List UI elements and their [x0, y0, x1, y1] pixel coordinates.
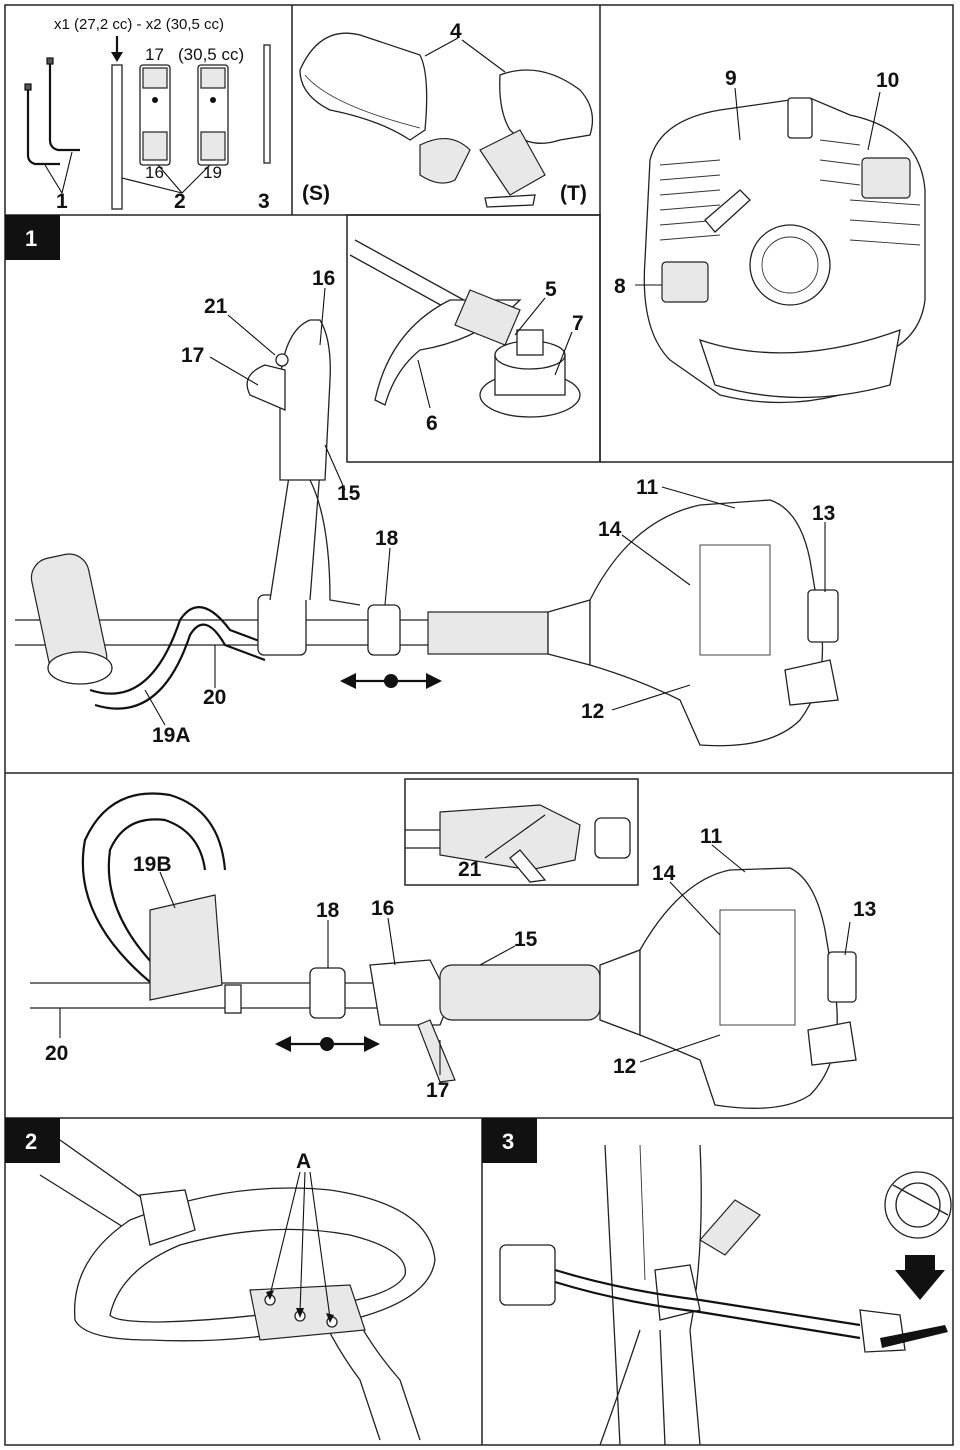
label-11: 11 — [636, 476, 659, 499]
label-12: 12 — [581, 700, 604, 723]
pull-handle — [787, 97, 813, 139]
label-21: 21 — [204, 295, 228, 318]
starter-grip — [704, 189, 751, 233]
arrow-head — [111, 52, 123, 62]
rear-handle — [279, 319, 331, 481]
label-19a: 19A — [152, 724, 191, 747]
loop-handle-19a — [89, 606, 271, 695]
section-badge-2 — [5, 1118, 60, 1163]
double-arrow-icon — [275, 1036, 380, 1052]
engine-panel: 9 10 8 — [614, 67, 926, 404]
size-19: 19 — [203, 163, 222, 182]
label-5: 5 — [545, 278, 557, 301]
engine-housing — [639, 867, 838, 1109]
label-17: 17 — [426, 1079, 449, 1102]
guard-s — [299, 32, 428, 141]
air-filter — [827, 951, 857, 1003]
label-18: 18 — [316, 899, 340, 922]
blade-icon — [880, 1325, 948, 1348]
label-10: 10 — [876, 69, 899, 92]
tools-subheader: (30,5 cc) — [178, 45, 244, 64]
hex-key-small — [26, 90, 60, 166]
handle-bracket — [149, 894, 223, 1001]
hex-key-large — [48, 62, 80, 152]
engine-fins — [719, 909, 796, 1026]
loop-handle-19b — [81, 792, 227, 991]
air-filter — [807, 589, 839, 643]
label-1: 1 — [56, 190, 68, 213]
label-2: 2 — [174, 190, 186, 213]
label-13: 13 — [853, 898, 876, 921]
drive-shaft — [554, 1268, 861, 1327]
variant-t: (T) — [560, 182, 587, 205]
detail-circle — [884, 1171, 952, 1239]
label-18: 18 — [375, 527, 399, 550]
inset-frame — [404, 778, 639, 886]
label-14: 14 — [598, 518, 622, 541]
label-8: 8 — [614, 275, 626, 298]
label-19b: 19B — [133, 853, 172, 876]
label-12: 12 — [613, 1055, 636, 1078]
label-16: 16 — [371, 897, 394, 920]
throttle-trigger — [246, 364, 286, 411]
fuel-tank — [698, 329, 901, 399]
size-16: 16 — [145, 163, 164, 182]
clamp — [367, 604, 401, 656]
section-2-number: 2 — [25, 1129, 37, 1154]
variant-s: (S) — [302, 182, 330, 205]
sheet-border — [4, 4, 954, 1446]
box-spanner-17-16 — [139, 64, 171, 166]
rod — [263, 44, 271, 164]
handle-clamp — [257, 594, 307, 656]
label-20: 20 — [45, 1042, 68, 1065]
section-3-drawing — [499, 1144, 952, 1446]
shaft-grip — [439, 964, 601, 1021]
label-11: 11 — [700, 825, 723, 848]
label-6: 6 — [426, 412, 438, 435]
engine-fins — [699, 544, 771, 656]
box-spanner-19 — [197, 64, 229, 166]
label-17: 17 — [181, 344, 204, 367]
head-panel-frame — [346, 214, 601, 463]
label-16: 16 — [312, 267, 335, 290]
engine-unit — [499, 1244, 556, 1306]
label-15: 15 — [337, 482, 361, 505]
label-13: 13 — [812, 502, 835, 525]
section-2-drawing: A — [39, 1139, 436, 1441]
label-3: 3 — [258, 190, 270, 213]
guard-t — [499, 69, 594, 144]
arrow-down-icon — [895, 1255, 945, 1300]
label-4: 4 — [450, 20, 462, 43]
clamp — [309, 967, 346, 1019]
section-badge-3 — [482, 1118, 537, 1163]
label-a: A — [296, 1150, 311, 1173]
rear-handle — [699, 1199, 761, 1256]
section-1-number: 1 — [25, 226, 37, 251]
clamp — [139, 1189, 196, 1246]
throttle-trigger — [417, 1019, 456, 1083]
handle-bracket — [249, 1284, 366, 1341]
guard-panel: 4 (S) (T) — [299, 20, 594, 208]
control-handle — [369, 959, 451, 1026]
fuel-cap — [661, 261, 709, 303]
inset-label-21: 21 — [458, 858, 482, 881]
size-17: 17 — [145, 45, 164, 64]
label-20: 20 — [203, 686, 226, 709]
label-15: 15 — [514, 928, 538, 951]
head-panel: 5 7 6 — [349, 239, 584, 435]
section-badge-1 — [5, 215, 60, 260]
section-3-number: 3 — [502, 1129, 514, 1154]
tools-panel: x1 (27,2 cc) - x2 (30,5 cc) 17 (30,5 cc)… — [24, 16, 271, 213]
tube-spanner — [111, 64, 123, 210]
air-filter — [861, 157, 911, 199]
section-1-drawing: 16 21 17 15 18 20 19A 11 14 13 12 — [15, 267, 839, 747]
label-9: 9 — [725, 67, 737, 90]
double-arrow-icon — [340, 673, 442, 689]
section-b-drawing: 21 19B 18 16 15 11 14 13 12 20 17 — [30, 778, 876, 1109]
tools-header: x1 (27,2 cc) - x2 (30,5 cc) — [54, 16, 224, 33]
label-14: 14 — [652, 862, 676, 885]
label-7: 7 — [572, 312, 584, 335]
shaft-grip — [427, 611, 549, 655]
